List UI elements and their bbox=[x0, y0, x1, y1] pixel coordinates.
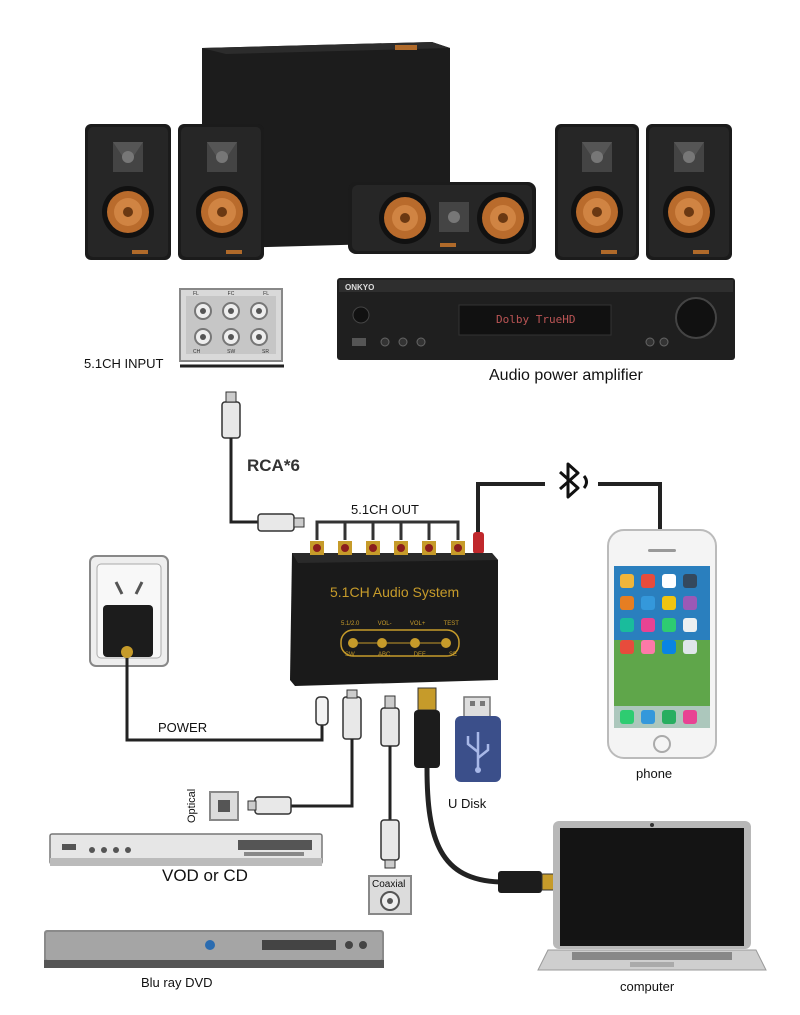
bluetooth-icon bbox=[559, 462, 588, 499]
speaker-rear-left bbox=[178, 124, 264, 260]
vod-cd-label: VOD or CD bbox=[162, 866, 248, 885]
input-label-5: SW bbox=[227, 349, 236, 355]
input-label-4: CH bbox=[193, 349, 201, 355]
btn-label-def: DEF bbox=[413, 652, 426, 658]
phone-label: phone bbox=[636, 766, 673, 781]
bluray-player bbox=[44, 930, 384, 968]
power-plug bbox=[315, 696, 329, 726]
receiver bbox=[337, 278, 735, 360]
input-label-6: SR bbox=[262, 349, 269, 355]
audio-box-button-labels-top: 5.1/2.0 VOL- VOL+ TEST bbox=[341, 621, 459, 630]
speaker-front-right bbox=[646, 124, 732, 260]
audio-box bbox=[290, 541, 498, 686]
laptop bbox=[537, 821, 767, 971]
power-adapter bbox=[103, 605, 153, 658]
btn-label-volplus: VOL+ bbox=[409, 621, 426, 627]
udisk-label: U Disk bbox=[448, 796, 487, 811]
audio-box-title: 5.1CH Audio System bbox=[330, 584, 460, 600]
power-cable bbox=[125, 658, 324, 742]
phone-device bbox=[607, 529, 717, 759]
coaxial-label: Coaxial bbox=[372, 879, 406, 890]
btn-label-volminus: VOL- bbox=[377, 621, 392, 627]
coaxial-cable bbox=[380, 695, 400, 869]
input-panel-top-labels: FL FC FL bbox=[193, 291, 269, 297]
amplifier-label: Audio power amplifier bbox=[489, 367, 643, 384]
btn-label-sw: SW bbox=[345, 652, 355, 658]
speaker-rear-right bbox=[555, 124, 639, 260]
rca-label: RCA*6 bbox=[247, 456, 300, 475]
out-51ch-label: 5.1CH OUT bbox=[351, 502, 419, 517]
bluetooth-link bbox=[476, 482, 662, 532]
optical-label: Optical bbox=[186, 788, 198, 823]
input-label-1: FL bbox=[193, 291, 199, 297]
out-bracket bbox=[315, 520, 460, 540]
btn-label-se: SE bbox=[448, 652, 457, 658]
coaxial-port bbox=[368, 875, 412, 915]
optical-port bbox=[209, 791, 239, 821]
usb-icon bbox=[455, 696, 501, 782]
audio-box-button-labels-bottom: SW ABC DEF SE bbox=[345, 652, 457, 661]
bluray-label: Blu ray DVD bbox=[141, 975, 213, 990]
usb-cable bbox=[414, 687, 557, 893]
antenna bbox=[473, 532, 484, 554]
input-51ch-label: 5.1CH INPUT bbox=[84, 356, 164, 371]
input-panel-bottom-labels: CH SW SR bbox=[193, 349, 269, 355]
rca-cable bbox=[221, 391, 305, 532]
computer-label: computer bbox=[620, 979, 675, 994]
btn-label-51: 5.1/2.0 bbox=[341, 621, 360, 627]
btn-label-abc: ABC bbox=[377, 652, 391, 658]
input-label-2: FC bbox=[227, 291, 235, 297]
vod-cd-player bbox=[49, 833, 323, 866]
receiver-brand: ONKYO bbox=[345, 283, 375, 292]
speaker-front-left bbox=[85, 124, 171, 260]
btn-label-test: TEST bbox=[443, 621, 459, 627]
speaker-center bbox=[348, 182, 536, 254]
optical-cable bbox=[247, 689, 362, 815]
input-label-3: FL bbox=[263, 291, 269, 297]
receiver-display: Dolby TrueHD bbox=[496, 313, 576, 326]
power-label: POWER bbox=[158, 720, 208, 735]
input-panel bbox=[179, 288, 284, 368]
